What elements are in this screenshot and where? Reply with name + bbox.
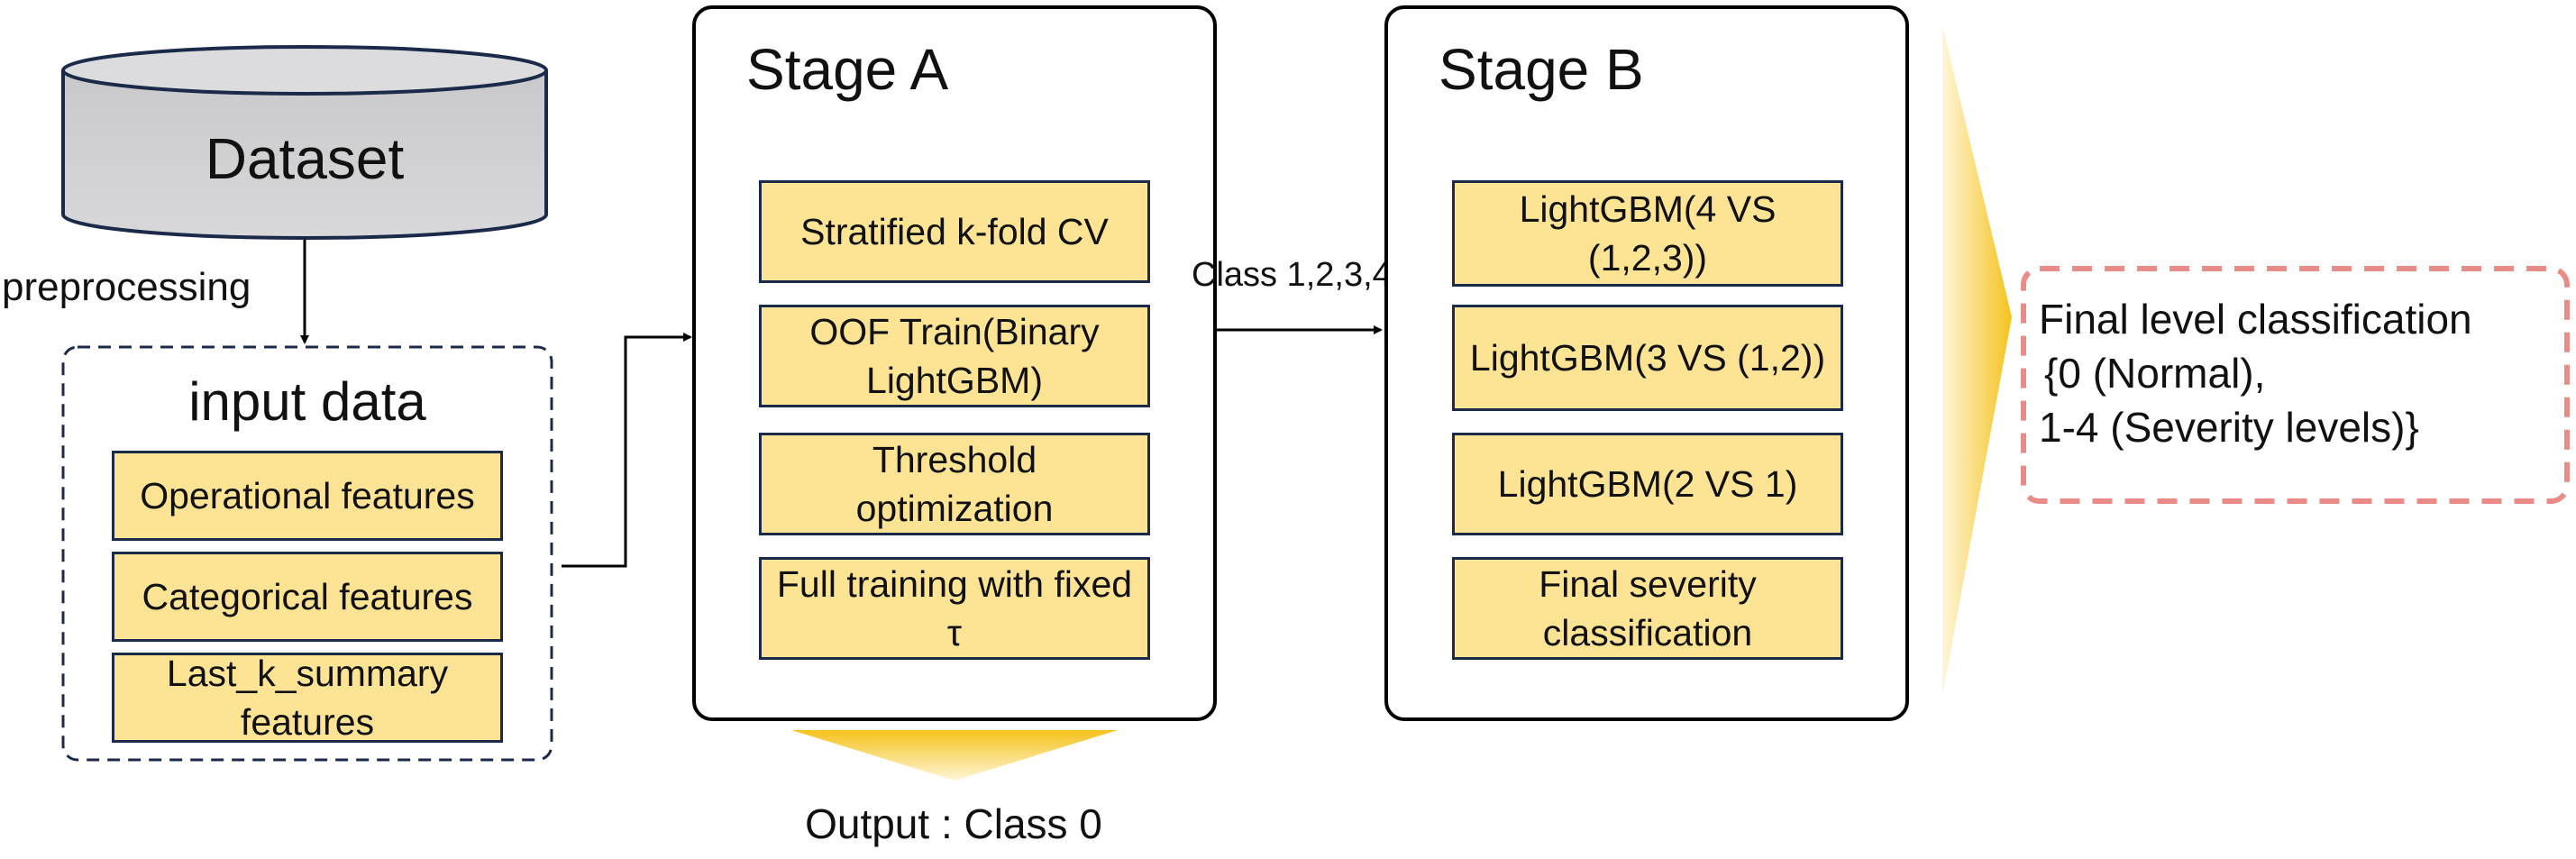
stage-a-item-stratified-kfold: Stratified k-fold CV — [759, 180, 1150, 283]
stage-a-item-threshold-optimization: Threshold optimization — [759, 433, 1150, 535]
stage-b-item-lightgbm-2vs1: LightGBM(2 VS 1) — [1452, 433, 1843, 535]
dataset-cylinder — [61, 45, 548, 240]
final-line-2: {0 (Normal), — [2044, 350, 2266, 397]
final-gold-arrow — [1942, 25, 2012, 696]
stage-b-title: Stage B — [1439, 37, 1644, 102]
input-data-title: input data — [188, 370, 426, 432]
input-item-categorical-features: Categorical features — [112, 552, 503, 642]
stage-b-item-lightgbm-3vs12: LightGBM(3 VS (1,2)) — [1452, 305, 1843, 411]
stage-a-title: Stage A — [746, 37, 949, 102]
input-item-operational-features: Operational features — [112, 451, 503, 541]
stage-b-item-final-severity: Final severity classification — [1452, 557, 1843, 660]
dataset-label: Dataset — [205, 126, 405, 191]
stage-a-output-label: Output : Class 0 — [805, 800, 1102, 847]
final-line-3: 1-4 (Severity levels)} — [2039, 404, 2419, 451]
output-chevron — [791, 730, 1118, 781]
stage-a-item-oof-train: OOF Train(Binary LightGBM) — [759, 305, 1150, 407]
input-to-stage-a-arrow — [562, 333, 692, 568]
edge-label-class-1234: Class 1,2,3,4 — [1192, 256, 1392, 294]
final-classification-box — [2021, 266, 2570, 504]
preprocessing-label: preprocessing — [2, 265, 251, 309]
input-item-last-k-summary-features: Last_k_summary features — [112, 653, 503, 743]
stage-a-item-full-training: Full training with fixed τ — [759, 557, 1150, 660]
final-line-1: Final level classification — [2039, 296, 2472, 343]
stage-b-item-lightgbm-4vs123: LightGBM(4 VS (1,2,3)) — [1452, 180, 1843, 287]
